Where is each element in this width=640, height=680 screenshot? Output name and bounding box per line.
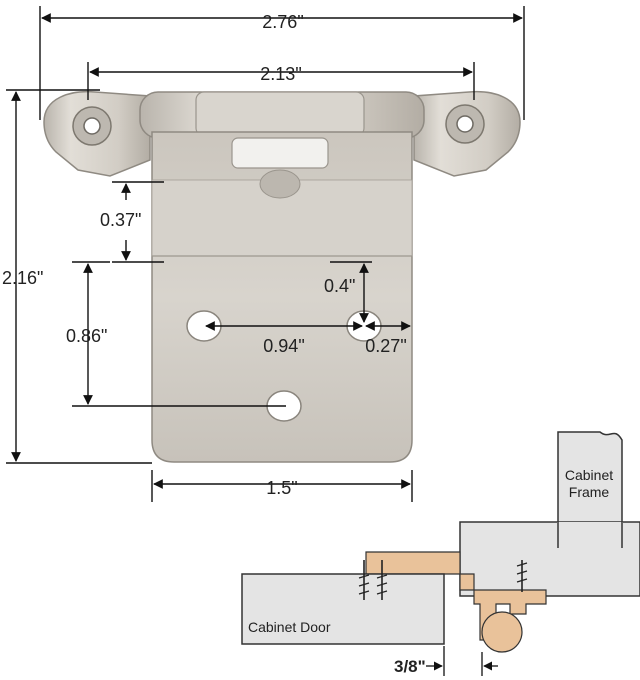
hinge-knuckle-section	[481, 611, 523, 653]
dim-overall-width: 2.76"	[262, 12, 303, 32]
cabinet-door	[241, 573, 445, 645]
door-label: Cabinet Door	[248, 619, 331, 635]
dim-horizontal-hole-spacing: 0.94"	[263, 336, 304, 356]
dim-top-offset: 0.37"	[100, 210, 141, 230]
dim-hole-to-edge-horizontal: 0.27"	[365, 336, 406, 356]
screws	[358, 560, 528, 600]
right-wing	[413, 90, 521, 177]
dim-hole-spacing: 2.13"	[260, 64, 301, 84]
dim-hole-to-edge-vertical: 0.4"	[324, 276, 355, 296]
dimension-lines	[6, 6, 525, 502]
bumper	[231, 137, 329, 169]
inset-label: 3/8"	[394, 657, 426, 676]
cabinet-frame	[459, 431, 640, 597]
left-wing	[43, 90, 151, 177]
frame-label-line2: Frame	[569, 484, 610, 500]
dim-plate-width: 1.5"	[266, 478, 297, 498]
dim-vertical-hole-spacing: 0.86"	[66, 326, 107, 346]
hinge-plate	[151, 131, 413, 463]
hinge-illustration	[43, 90, 521, 463]
hinge-knuckle	[139, 91, 425, 139]
frame-label-line1: Cabinet	[565, 467, 613, 483]
dimension-labels: 2.76" 2.13" 2.16" 0.37" 0.86" 0.4" 0.94"…	[2, 12, 407, 498]
dim-overall-height: 2.16"	[2, 268, 43, 288]
cross-section: Cabinet Frame Cabinet Door 3/8"	[241, 431, 640, 676]
